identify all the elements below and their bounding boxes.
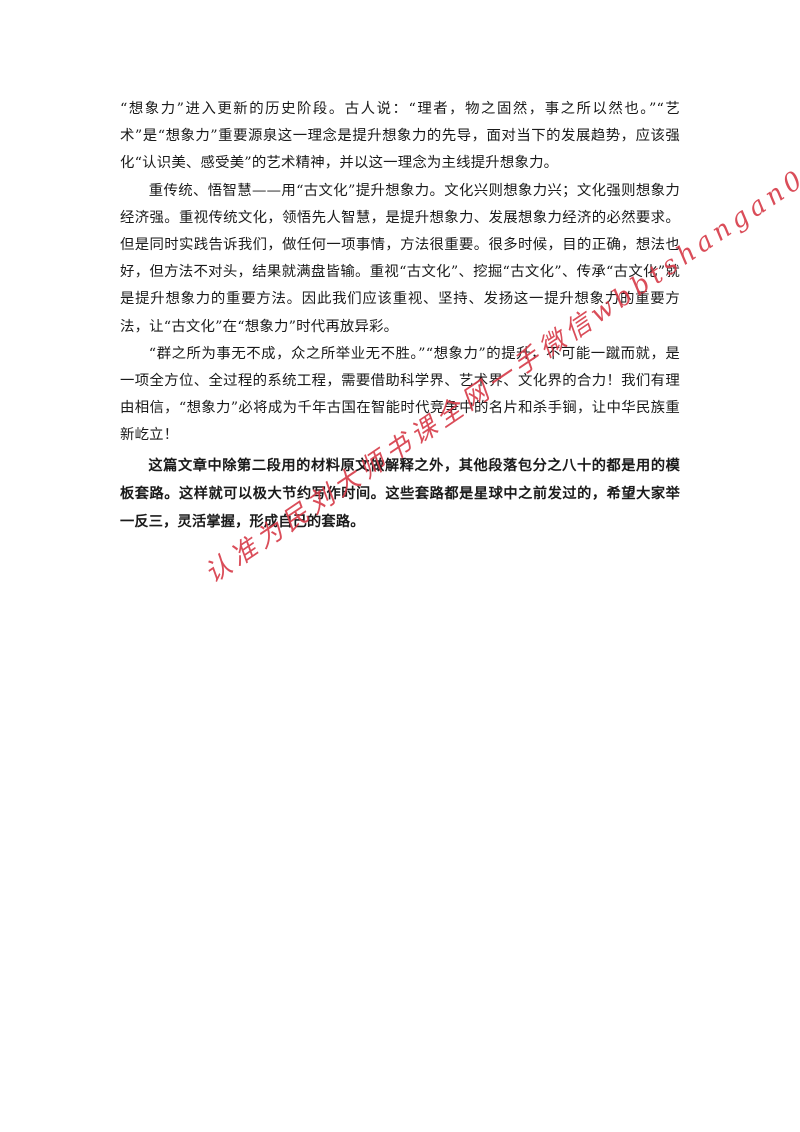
paragraph-intro: “想象力”进入更新的历史阶段。古人说：“理者，物之固然，事之所以然也。”“艺术”… [120, 101, 680, 172]
paragraph-conclusion: “群之所为事无不成，众之所举业无不胜。”“想象力”的提升，不可能一蹴而就，是一项… [120, 345, 680, 444]
paragraph-template-note: 这篇文章中除第二段用的材料原文做解释之外，其他段落包分之八十的都是用的模板套路。… [120, 457, 680, 531]
paragraph-tradition: 重传统、悟智慧——用“古文化”提升想象力。文化兴则想象力兴；文化强则想象力经济强… [120, 182, 680, 335]
document-body: “想象力”进入更新的历史阶段。古人说：“理者，物之固然，事之所以然也。”“艺术”… [120, 96, 680, 537]
